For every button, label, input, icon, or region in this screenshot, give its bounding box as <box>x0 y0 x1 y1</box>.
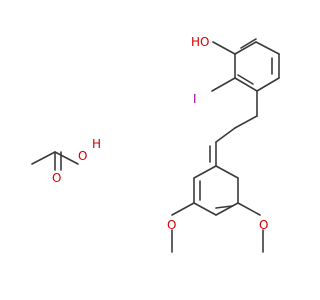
vinyl-linker <box>209 115 258 167</box>
hydroxyl-label: HO <box>191 35 209 49</box>
atom-labels: HO I O H O O O <box>52 35 268 232</box>
iodine-label: I <box>193 92 197 106</box>
structure-diagram: HO I O H O O O <box>31 35 280 253</box>
phenol-ring <box>211 38 280 117</box>
acid-oxygen-single-label: O <box>78 149 87 163</box>
molecule-canvas: HO I O H O O O <box>31 35 280 253</box>
acid-hydrogen-label: H <box>92 137 101 151</box>
methoxy-right-oxygen-label: O <box>259 218 268 232</box>
acid-oxygen-double-label: O <box>52 171 61 185</box>
methoxy-left-oxygen-label: O <box>167 218 176 232</box>
acetic-acid <box>31 151 79 171</box>
dimethoxy-ring <box>171 165 264 253</box>
